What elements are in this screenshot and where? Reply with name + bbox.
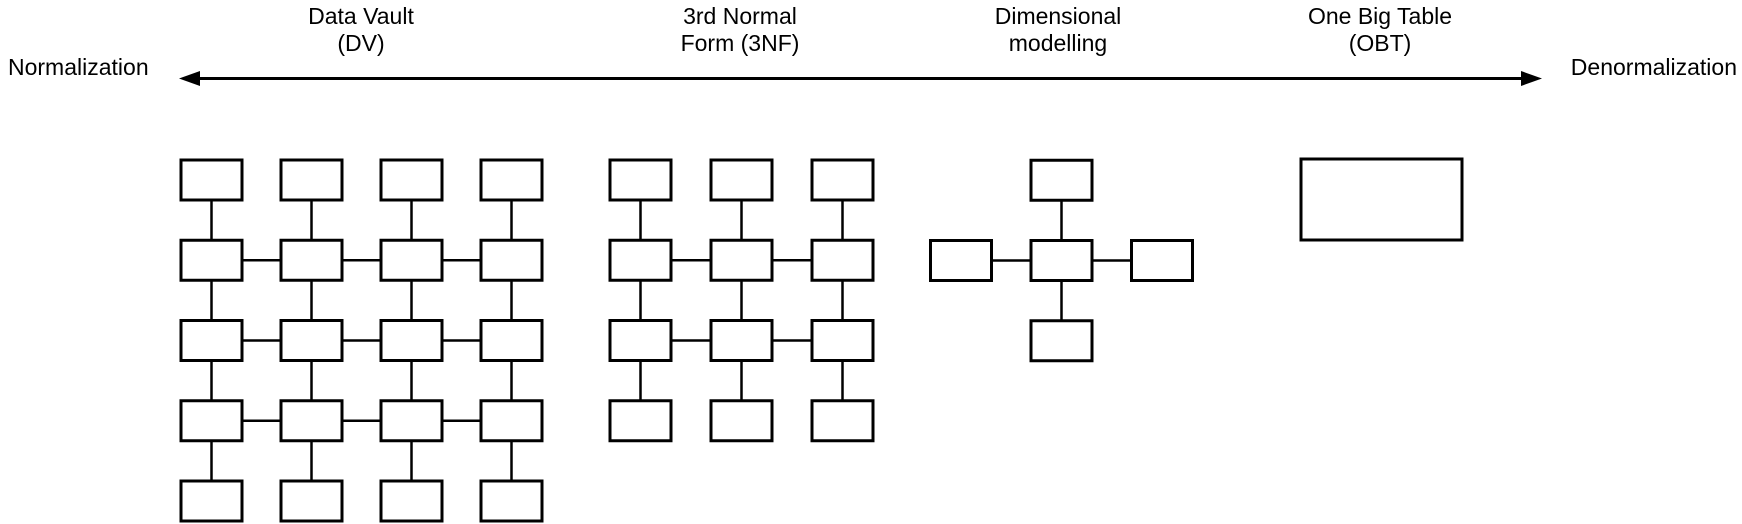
dimension-box	[929, 239, 993, 282]
entity-box	[279, 479, 344, 523]
axis-left-label: Normalization	[8, 54, 149, 80]
arrow-head-right-icon	[1521, 71, 1542, 86]
entity-box	[279, 399, 344, 443]
model-label-obt: One Big Table (OBT)	[1250, 3, 1510, 57]
entity-box	[479, 399, 544, 443]
model-label-data-vault: Data Vault (DV)	[231, 3, 491, 57]
entity-box	[608, 319, 673, 362]
entity-box	[279, 238, 344, 282]
entity-box	[479, 238, 544, 282]
model-label-line1: Data Vault	[308, 3, 414, 29]
entity-box	[179, 319, 244, 362]
one-big-table-box	[1299, 157, 1464, 242]
model-label-line2: modelling	[1008, 30, 1108, 56]
model-label-3nf: 3rd Normal Form (3NF)	[610, 3, 870, 57]
model-label-line2: Form (3NF)	[680, 30, 800, 56]
entity-box	[279, 158, 344, 202]
model-label-line2: (OBT)	[1348, 30, 1412, 56]
entity-box	[479, 479, 544, 523]
model-label-line1: One Big Table	[1307, 3, 1453, 29]
dimension-box	[1029, 319, 1094, 363]
model-label-line1: 3rd Normal	[683, 3, 797, 29]
entity-box	[179, 479, 244, 523]
entity-box	[479, 319, 544, 362]
dimension-box	[1130, 239, 1194, 282]
entity-box	[279, 319, 344, 362]
entity-box	[608, 238, 673, 282]
entity-box	[608, 158, 673, 202]
entity-box	[810, 399, 875, 443]
entity-box	[608, 399, 673, 443]
entity-box	[709, 319, 774, 362]
entity-box	[709, 158, 774, 202]
entity-box	[810, 238, 875, 282]
entity-box	[810, 319, 875, 362]
model-label-line1: Dimensional	[994, 3, 1122, 29]
axis-right-label: Denormalization	[1570, 54, 1737, 80]
entity-box	[810, 158, 875, 202]
model-label-dimensional: Dimensional modelling	[928, 3, 1188, 57]
entity-box	[379, 399, 444, 443]
entity-box	[379, 238, 444, 282]
entity-box	[379, 319, 444, 362]
entity-box	[379, 158, 444, 202]
entity-box	[179, 399, 244, 443]
entity-box	[479, 158, 544, 202]
arrow-head-left-icon	[179, 71, 200, 86]
entity-box	[179, 158, 244, 202]
entity-box	[379, 479, 444, 523]
fact-box	[1029, 239, 1094, 282]
entity-box	[709, 399, 774, 443]
model-label-line2: (DV)	[337, 30, 385, 56]
entity-box	[179, 238, 244, 282]
dimension-box	[1029, 158, 1094, 202]
entity-box	[709, 238, 774, 282]
